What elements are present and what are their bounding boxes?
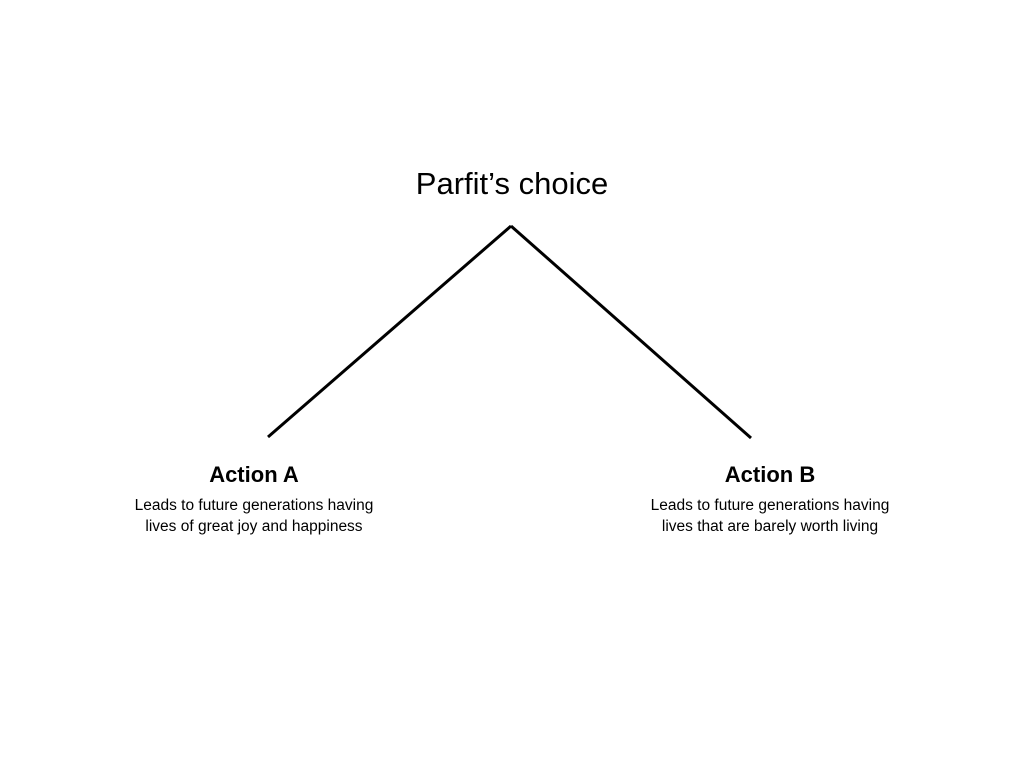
action-a-description-line2: lives of great joy and happiness xyxy=(145,518,363,535)
branch-line-right xyxy=(510,224,752,440)
action-a-description-line1: Leads to future generations having xyxy=(134,497,374,514)
action-b-label: Action B xyxy=(724,462,816,487)
action-b-description-line1: Leads to future generations having xyxy=(650,497,890,514)
action-a-node: Action A Leads to future generations hav… xyxy=(94,462,414,537)
action-a-label: Action A xyxy=(209,462,299,487)
action-b-node: Action B Leads to future generations hav… xyxy=(610,462,930,537)
branch-line-left xyxy=(267,224,512,439)
action-b-description-line2: lives that are barely worth living xyxy=(661,518,879,535)
diagram-title: Parfit’s choice xyxy=(415,166,609,201)
